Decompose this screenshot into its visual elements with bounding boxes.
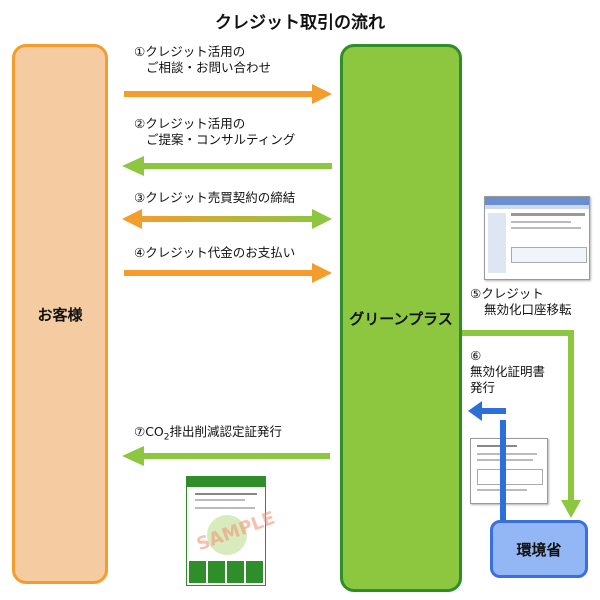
- step7-sub: 2: [163, 432, 170, 443]
- step3-label: ③クレジット売買契約の締結: [134, 190, 296, 205]
- step1-line2: ご相談・お問い合わせ: [146, 60, 272, 75]
- step5-line1: ⑤クレジット: [470, 286, 544, 301]
- step4-label: ④クレジット代金のお支払い: [134, 245, 296, 260]
- arrow-step4: [124, 263, 332, 283]
- account-screen-thumbnail: [484, 196, 590, 280]
- customer-label: お客様: [37, 305, 83, 324]
- step6-line1: ⑥: [470, 348, 482, 363]
- step1-label: ①クレジット活用の ご相談・お問い合わせ: [134, 44, 271, 76]
- greenplus-label: グリーンプラス: [349, 309, 453, 328]
- co2-certificate-sample: SAMPLE: [186, 476, 278, 586]
- arrow-step1: [124, 84, 332, 104]
- arrow-step3: [122, 209, 332, 229]
- step2-label: ②クレジット活用の ご提案・コンサルティング: [134, 116, 295, 148]
- step7-pre: ⑦CO: [134, 424, 164, 439]
- step1-line1: ①クレジット活用の: [134, 44, 246, 59]
- step6-line2: 無効化証明書: [470, 364, 546, 379]
- ministry-environment-box: 環境省: [490, 520, 588, 578]
- step2-line2: ご提案・コンサルティング: [146, 132, 296, 147]
- step6-line3: 発行: [470, 380, 496, 395]
- arrow-step7: [122, 446, 330, 466]
- step5-line2: 無効化口座移転: [484, 302, 572, 317]
- ministry-environment-label: 環境省: [516, 540, 562, 559]
- step7-label: ⑦CO2排出削減認定証発行: [134, 424, 282, 446]
- arrow-step6: [468, 401, 506, 520]
- step6-label: ⑥ 無効化証明書 発行: [470, 348, 545, 396]
- step7-post: 排出削減認定証発行: [169, 424, 283, 439]
- step5-label: ⑤クレジット 無効化口座移転: [470, 286, 572, 318]
- customer-box: お客様: [12, 44, 108, 584]
- arrow-step2: [122, 156, 332, 176]
- arrow-step5: [462, 330, 581, 518]
- diagram-title: クレジット取引の流れ: [215, 13, 385, 33]
- step2-line1: ②クレジット活用の: [134, 116, 246, 131]
- greenplus-box: グリーンプラス: [340, 44, 462, 592]
